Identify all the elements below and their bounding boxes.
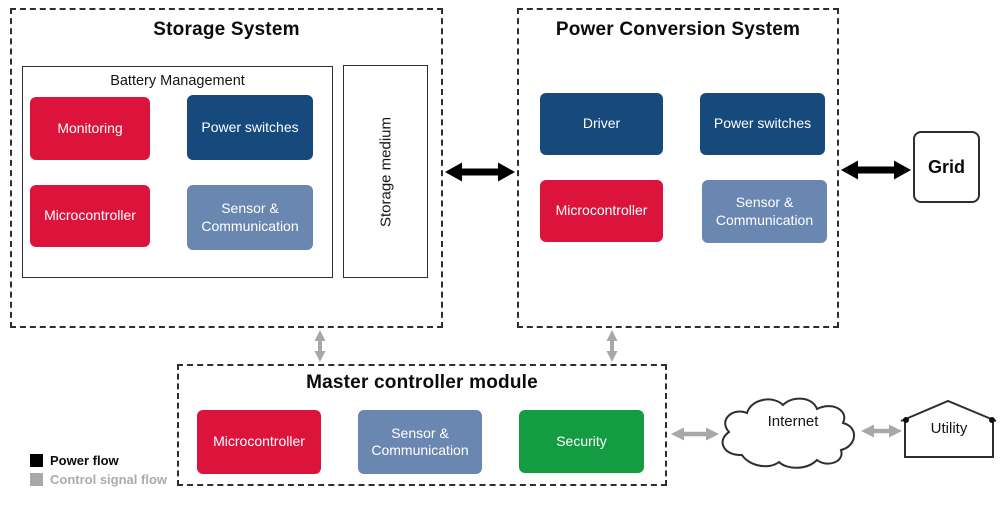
- master-controller-module-box: [177, 364, 667, 486]
- control-arrow-internet-utility: [861, 424, 902, 438]
- internet-label: Internet: [767, 413, 819, 430]
- power-flow-arrow-storage-pcs: [445, 162, 515, 182]
- cell-sensor-communication-mcm-label: Sensor & Communication: [371, 424, 469, 459]
- legend-power-flow-swatch: [30, 454, 43, 467]
- cell-power-switches-pcs-label: Power switches: [713, 115, 812, 132]
- utility-house-roof: [900, 399, 997, 422]
- cell-sensor-communication-pcs: Sensor & Communication: [702, 180, 827, 243]
- cell-sensor-communication-storage: Sensor & Communication: [187, 185, 313, 250]
- cell-power-switches-storage-label: Power switches: [201, 118, 299, 135]
- control-arrow-mcm-internet: [671, 427, 719, 441]
- cell-microcontroller-storage-label: Microcontroller: [44, 207, 136, 224]
- grid-box: Grid: [913, 131, 980, 203]
- cell-microcontroller-pcs-label: Microcontroller: [555, 202, 648, 219]
- control-arrow-storage-mcm: [314, 330, 326, 362]
- power-conversion-system-title: Power Conversion System: [555, 19, 801, 40]
- cell-sensor-communication-storage-label: Sensor & Communication: [201, 200, 299, 234]
- legend-control-flow-swatch: [30, 473, 43, 486]
- battery-management-title: Battery Management: [110, 73, 245, 89]
- cell-monitoring-label: Monitoring: [57, 119, 123, 136]
- cell-sensor-communication-pcs-label: Sensor & Communication: [715, 194, 814, 228]
- storage-system-box: [10, 8, 443, 328]
- storage-medium-label: Storage medium: [377, 116, 394, 227]
- storage-system-title: Storage System: [153, 19, 300, 40]
- grid-label: Grid: [927, 156, 965, 177]
- power-conversion-system-box: [517, 8, 839, 328]
- cell-microcontroller-pcs: Microcontroller: [540, 180, 663, 242]
- cell-sensor-communication-mcm: Sensor & Communication: [358, 410, 482, 474]
- cell-power-switches-pcs: Power switches: [700, 93, 825, 155]
- cell-microcontroller-mcm-label: Microcontroller: [213, 433, 305, 450]
- cell-monitoring: Monitoring: [30, 97, 150, 160]
- cell-security-label: Security: [556, 432, 607, 449]
- cell-security: Security: [519, 410, 644, 473]
- cell-microcontroller-mcm: Microcontroller: [197, 410, 321, 474]
- cell-power-switches-storage: Power switches: [187, 95, 313, 160]
- control-arrow-pcs-mcm: [606, 330, 618, 362]
- master-controller-module-title: Master controller module: [306, 372, 538, 393]
- legend-power-flow-label: Power flow: [50, 453, 119, 468]
- internet-cloud-shape: [721, 397, 855, 469]
- storage-medium-box: Storage medium: [343, 65, 428, 278]
- legend-control-flow-label: Control signal flow: [50, 472, 167, 487]
- power-flow-arrow-pcs-grid: [841, 160, 911, 180]
- cell-driver: Driver: [540, 93, 663, 155]
- cell-driver-label: Driver: [582, 115, 621, 132]
- cell-microcontroller-storage: Microcontroller: [30, 185, 150, 247]
- utility-label: Utility: [930, 420, 968, 437]
